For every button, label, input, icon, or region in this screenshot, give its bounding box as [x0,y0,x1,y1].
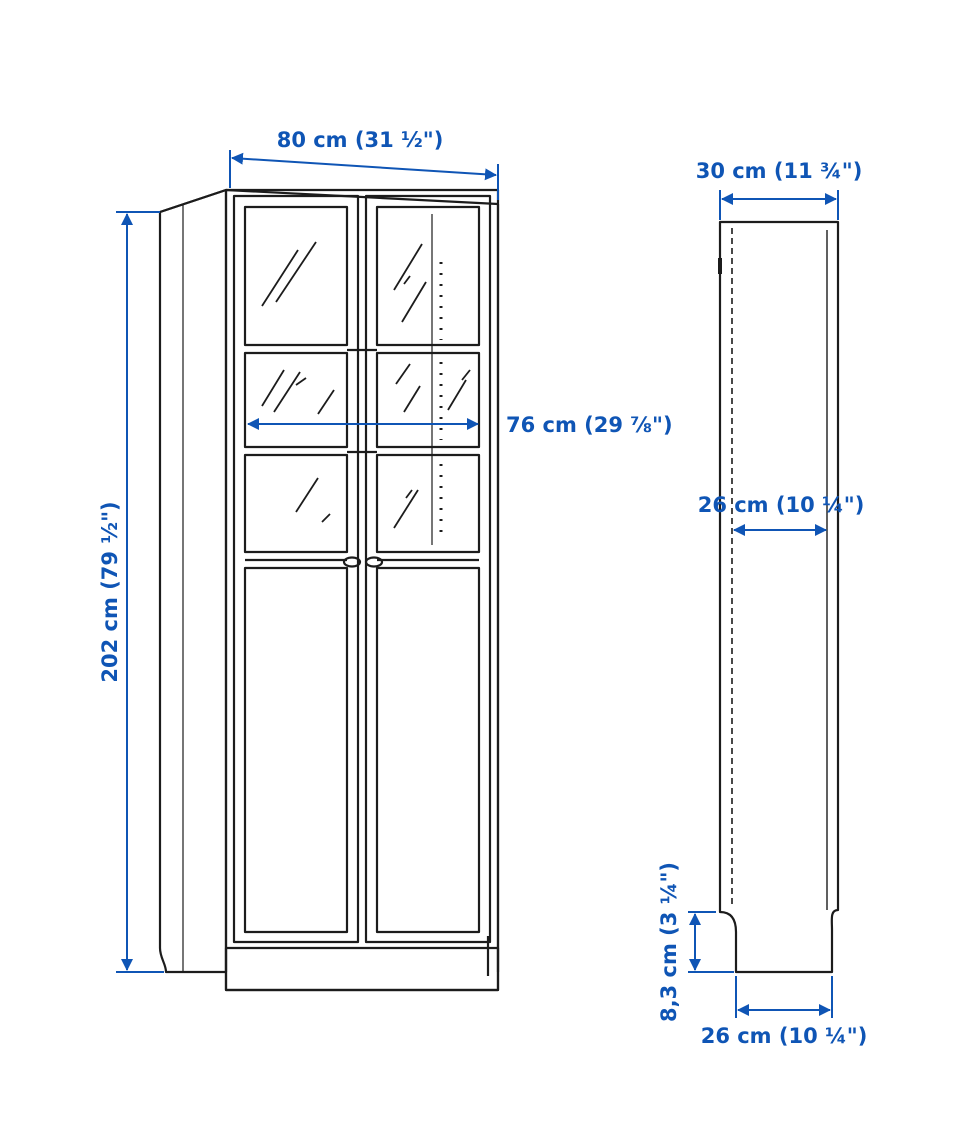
plinth [224,946,500,992]
width-arrow [231,152,497,181]
bookcase-front-view [158,188,500,992]
label-inner-depth: 26 cm (10 ¼") [698,493,865,517]
right-knob [364,556,384,568]
side-profile [718,220,840,974]
front-frame [224,188,500,992]
label-height: 202 cm (79 ½") [98,501,122,682]
left-knob [342,556,362,568]
side-panel [158,188,228,974]
cabinet-top [159,188,499,214]
dimension-lines [116,150,839,1018]
label-total-width: 80 cm (31 ½") [277,128,444,152]
bookcase-side-view [718,220,840,974]
left-door [232,194,360,944]
label-base-depth: 26 cm (10 ¼") [701,1024,868,1048]
label-total-depth: 30 cm (11 ¾") [696,159,863,183]
right-door [364,194,492,944]
label-inner-width: 76 cm (29 ⅞") [506,413,673,437]
glass-reflections [261,241,471,529]
label-plinth-height: 8,3 cm (3 ¼") [657,862,681,1022]
